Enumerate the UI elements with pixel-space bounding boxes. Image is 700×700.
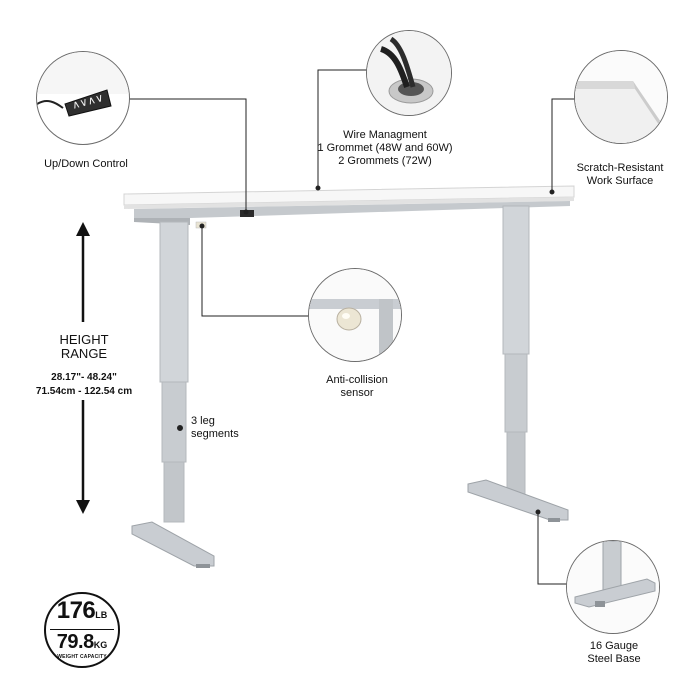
surface-corner-icon: [575, 51, 667, 143]
capacity-divider: [50, 629, 114, 630]
wire-management-line3: 2 Grommets (72W): [338, 155, 432, 167]
wire-management-line2: 1 Grommet (48W and 60W): [317, 142, 453, 154]
capacity-kg-row: 79.8KG: [46, 631, 118, 656]
height-range-line1: HEIGHT: [59, 332, 109, 347]
height-range-heading: HEIGHT RANGE: [36, 333, 132, 361]
capacity-caption: WEIGHT CAPACITY: [57, 654, 107, 660]
capacity-lb-row: 176LB: [46, 597, 118, 626]
work-surface-callout: [574, 50, 668, 144]
controller-icon: ∧∨∧∨: [37, 52, 129, 117]
leg-segments-line2: segments: [191, 428, 239, 440]
capacity-kg-unit: KG: [93, 640, 108, 650]
height-range-values: 28.17"- 48.24" 71.54cm - 122.54 cm: [24, 371, 144, 399]
right-leg: [467, 205, 569, 522]
wire-management-callout: [366, 30, 452, 116]
updown-control-callout: ∧∨∧∨: [36, 51, 130, 145]
work-surface-line1: Scratch-Resistant: [576, 162, 664, 174]
sensor-icon: [309, 269, 401, 361]
height-centimeters: 71.54cm - 122.54 cm: [35, 386, 133, 397]
anti-collision-line2: sensor: [340, 387, 374, 399]
desktop-top: [123, 185, 575, 209]
capacity-lb-unit: LB: [95, 610, 108, 620]
steel-base-line1: 16 Gauge: [589, 640, 639, 652]
steel-base-line2: Steel Base: [587, 653, 641, 665]
work-surface-label: Scratch-Resistant Work Surface: [566, 162, 674, 188]
height-arrow: [76, 222, 90, 514]
leader-lines: [126, 69, 576, 585]
left-leg: [131, 221, 215, 568]
capacity-kg-value: 79.8: [56, 631, 94, 653]
anti-collision-line1: Anti-collision: [326, 374, 388, 386]
capacity-lb-value: 176: [56, 597, 96, 624]
anti-collision-sensor-callout: [308, 268, 402, 362]
grommet-icon: [367, 31, 451, 115]
leg-segments-line1: 3 leg: [191, 415, 215, 427]
height-inches: 28.17"- 48.24": [51, 372, 117, 383]
base-icon: [567, 541, 659, 633]
work-surface-line2: Work Surface: [586, 175, 654, 187]
leg-segments-label: 3 leg segments: [191, 415, 239, 441]
weight-capacity-badge: 176LB 79.8KG WEIGHT CAPACITY: [44, 592, 120, 668]
height-range-line2: RANGE: [60, 346, 108, 361]
updown-control-label: Up/Down Control: [44, 158, 128, 170]
wire-management-label: Wire Managment 1 Grommet (48W and 60W) 2…: [310, 129, 460, 168]
anti-collision-label: Anti-collision sensor: [312, 374, 402, 400]
steel-base-label: 16 Gauge Steel Base: [566, 640, 662, 666]
wire-management-title: Wire Managment: [343, 129, 427, 141]
steel-base-callout: [566, 540, 660, 634]
